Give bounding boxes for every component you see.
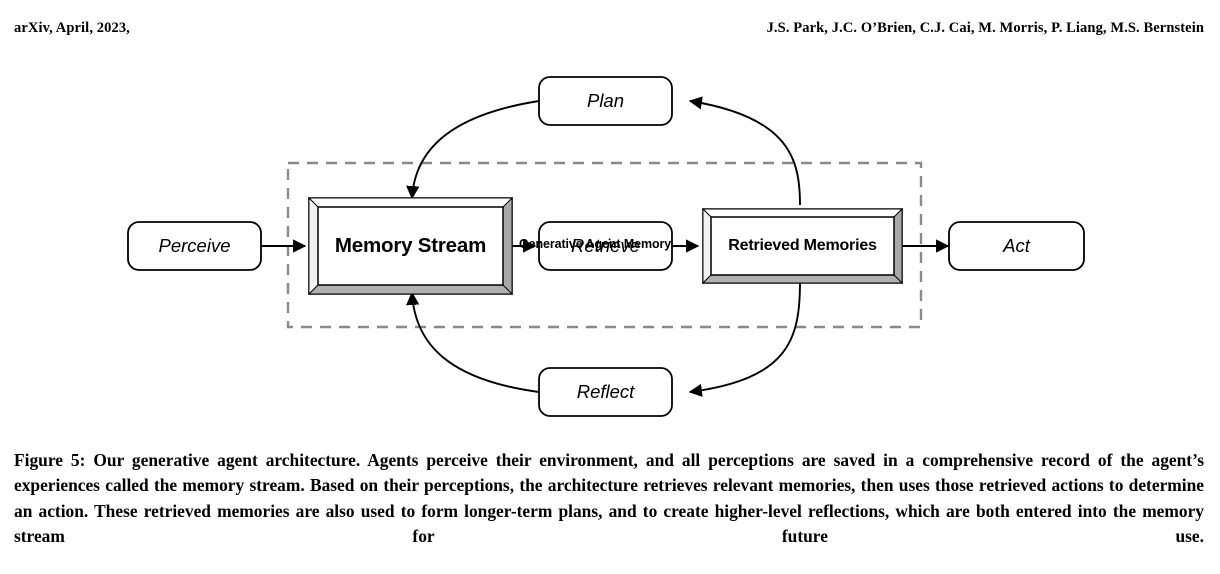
- figure-architecture-diagram: Perceive Memory Stream Retrieve Retrieve…: [0, 55, 1220, 440]
- node-perceive-shape: [127, 221, 262, 271]
- edge-retrieved-to-reflect: [688, 281, 801, 398]
- generative-agent-memory-container: [286, 161, 923, 329]
- edge-reflect-to-memory: [406, 291, 540, 393]
- node-plan-shape: [538, 76, 673, 126]
- header-authors: J.S. Park, J.C. O’Brien, C.J. Cai, M. Mo…: [766, 20, 1204, 36]
- header-venue-date: arXiv, April, 2023,: [14, 20, 130, 36]
- running-header: arXiv, April, 2023, J.S. Park, J.C. O’Br…: [0, 20, 1220, 42]
- generative-agent-memory-label: Generative Agent Memory: [519, 237, 672, 251]
- edge-plan-to-memory: [406, 100, 540, 200]
- figure-caption: Figure 5: Our generative agent architect…: [14, 450, 1204, 546]
- node-retrieved-memories-shape: [701, 207, 904, 285]
- node-memory-stream-shape: [307, 196, 514, 296]
- node-act-shape: [948, 221, 1085, 271]
- diagram-canvas: [127, 76, 1085, 417]
- node-reflect-shape: [538, 367, 673, 417]
- node-retrieve-shape: [538, 221, 673, 271]
- edge-retrieved-to-plan: [688, 96, 801, 206]
